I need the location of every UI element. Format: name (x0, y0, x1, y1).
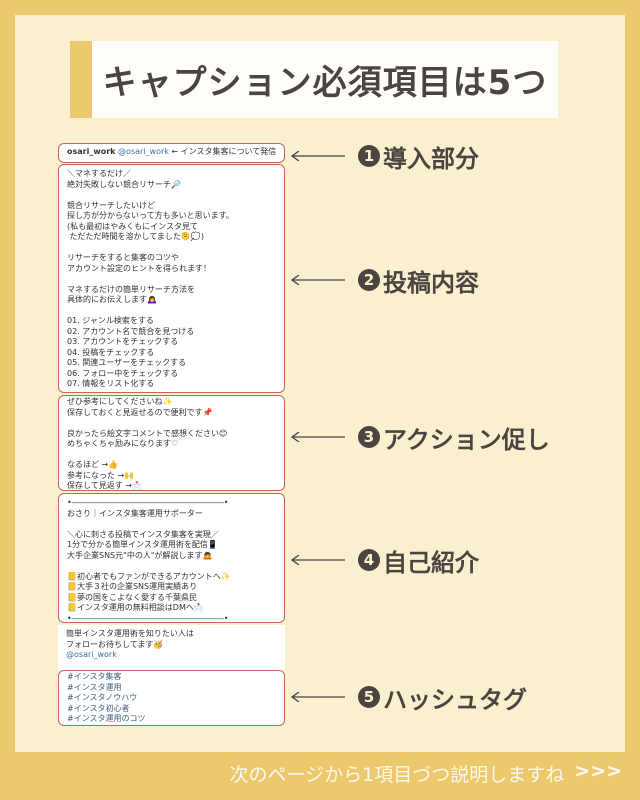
title-box: キャプション必須項目は5つ (70, 41, 558, 118)
user-handle-link[interactable]: @osari_work (118, 147, 169, 156)
label-text: 導入部分 (383, 144, 479, 173)
follow-handle-link[interactable]: @osari_work (66, 650, 117, 659)
number-badge: 2 (358, 269, 380, 291)
footer-next: 次のページから1項目づつ説明しますね >>> (230, 760, 622, 787)
caption-header: osari_work @osari_work ← インスタ集客について発信 (58, 143, 285, 163)
number-badge: 1 (358, 145, 380, 167)
footer-text: 次のページから1項目づつ説明しますね (229, 764, 565, 786)
chevrons-right-icon: >>> (574, 760, 622, 782)
caption-hashtags: #インスタ集客 #インスタ運用 #インスタノウハウ #インスタ初心者 #インスタ… (58, 670, 285, 726)
header-note: ← インスタ集客について発信 (168, 147, 277, 156)
label-text: アクション促し (383, 425, 550, 454)
caption-follow: 簡単インスタ運用術を知りたい人は フォローお待ちしてます🥳 @osari_wor… (58, 625, 285, 670)
arrow-icon (290, 555, 345, 565)
caption-action: ぜひ参考にしてくださいね✨ 保存しておくと見返せるので便利です📌 良かったら絵文… (58, 395, 285, 491)
page-title: キャプション必須項目は5つ (102, 63, 548, 103)
username: osari_work (67, 147, 116, 156)
label-text: 投稿内容 (383, 268, 479, 297)
follow-text: 簡単インスタ運用術を知りたい人は フォローお待ちしてます🥳 (66, 629, 194, 649)
arrow-icon (290, 692, 345, 702)
label-text: 自己紹介 (383, 548, 479, 577)
title-accent-bar (70, 41, 92, 118)
caption-body: ＼マネするだけ／ 絶対失敗しない競合リサーチ🔎 競合リサーチしたいけど 探し方が… (58, 164, 285, 393)
arrow-icon (290, 275, 345, 285)
number-badge: 4 (358, 549, 380, 571)
label-text: ハッシュタグ (383, 685, 527, 714)
caption-profile: •―――――――――――――――――――• おさり｜インスタ集客運用サポーター … (58, 493, 285, 623)
number-badge: 5 (358, 686, 380, 708)
arrow-icon (290, 432, 345, 442)
number-badge: 3 (358, 426, 380, 448)
arrow-icon (290, 151, 345, 161)
